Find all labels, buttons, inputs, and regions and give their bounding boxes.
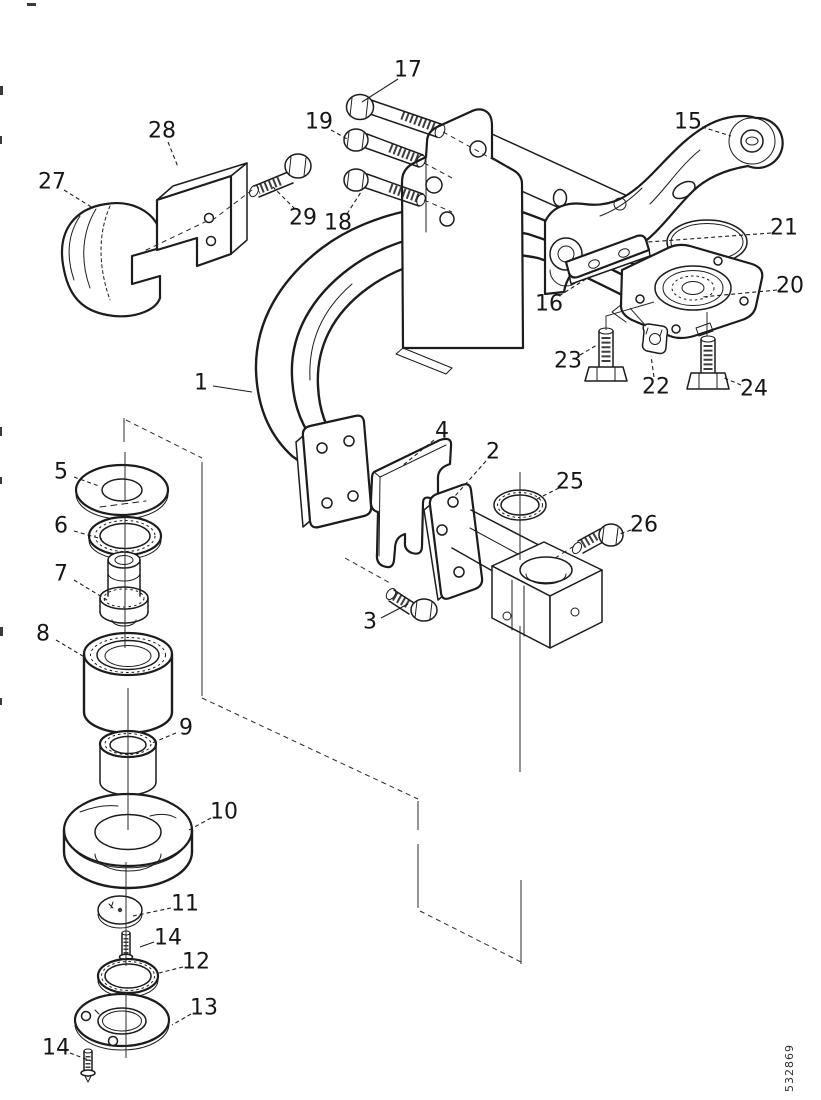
- part-label-27: 27: [38, 170, 66, 195]
- part-label-6: 6: [54, 514, 68, 539]
- bolt-24: [686, 335, 730, 390]
- part-label-3: 3: [363, 610, 377, 635]
- part-label-23: 23: [554, 349, 582, 374]
- leader-line-2: [454, 460, 487, 497]
- part-label-10: 10: [210, 800, 238, 825]
- doc-number: 532869: [783, 1044, 796, 1092]
- leader-line-14-upper: [139, 941, 155, 948]
- leader-line-13: [171, 1013, 192, 1026]
- part-label-16: 16: [535, 292, 563, 317]
- leader-line-14-lower: [69, 1052, 92, 1062]
- part-label-2: 2: [486, 440, 500, 465]
- bolt-26: [571, 523, 624, 555]
- part-label-18: 18: [324, 211, 352, 236]
- clamp-block-part-28: [155, 162, 248, 268]
- hook-bracket-part-4: [369, 437, 453, 569]
- part-label-22: 22: [642, 375, 670, 400]
- bearing-cover-part-20: [611, 243, 764, 340]
- leader-line-23: [579, 344, 598, 356]
- bolt-29: [249, 153, 312, 198]
- part-label-24: 24: [740, 377, 768, 402]
- part-label-8: 8: [36, 622, 50, 647]
- bolt-18: [343, 168, 426, 207]
- part-label-5: 5: [54, 460, 68, 485]
- leader-line-22: [650, 355, 655, 378]
- part-label-17: 17: [394, 58, 422, 83]
- leader-line-27: [63, 189, 94, 209]
- part-label-9: 9: [179, 716, 193, 741]
- cap-disc-part-11: [97, 895, 143, 929]
- leader-line-24: [721, 376, 742, 386]
- pin-part-14-lower: [80, 1048, 96, 1083]
- spacer-part-7: [99, 551, 149, 627]
- leader-line-1: [212, 385, 253, 393]
- leader-line-15: [701, 126, 732, 137]
- leader-line-29: [272, 186, 296, 210]
- part-label-4: 4: [435, 419, 449, 444]
- part-label-14-upper: 14: [154, 926, 182, 951]
- leader-line-6: [73, 530, 103, 540]
- part-label-21: 21: [770, 216, 798, 241]
- leader-line-9: [151, 732, 177, 744]
- leader-line-7: [73, 579, 108, 601]
- part-label-14-lower: 14: [42, 1036, 70, 1061]
- leader-line-16: [558, 276, 590, 297]
- bolt-19: [343, 128, 426, 168]
- part-label-29: 29: [289, 206, 317, 231]
- leader-line-28: [167, 141, 179, 168]
- hitch-body-part-2: [423, 483, 603, 649]
- leader-line-8: [55, 639, 87, 659]
- part-label-7: 7: [54, 562, 68, 587]
- washer-part-5: [74, 463, 170, 520]
- part-label-25: 25: [556, 470, 584, 495]
- part-label-20: 20: [776, 274, 804, 299]
- leader-line-5: [73, 476, 100, 487]
- construction-lines: [123, 131, 708, 1058]
- part-label-26: 26: [630, 513, 658, 538]
- part-label-11: 11: [171, 892, 199, 917]
- flange-part-13: [73, 992, 171, 1051]
- leader-line-19: [330, 129, 350, 141]
- drawbar-end-plate: [295, 414, 373, 529]
- bumper-cap-part-27: [61, 202, 162, 318]
- leader-line-20: [701, 289, 778, 298]
- ring-part-12: [96, 957, 160, 998]
- part-label-13: 13: [190, 996, 218, 1021]
- part-label-1: 1: [194, 371, 208, 396]
- bolt-17: [345, 93, 446, 139]
- part-number-labels: 1234567891011121314141516171819202122232…: [36, 58, 804, 1062]
- leader-line-17: [361, 78, 399, 103]
- clip-nut-part-22: [641, 323, 669, 355]
- part-label-19: 19: [305, 110, 333, 135]
- leader-line-3: [380, 603, 409, 619]
- part-label-15: 15: [674, 110, 702, 135]
- bushing-part-8: [82, 631, 174, 735]
- part-label-28: 28: [148, 119, 176, 144]
- scan-artifacts: [0, 3, 36, 705]
- leader-line-18: [346, 191, 362, 215]
- bolt-23: [584, 327, 628, 382]
- clamp-plate-part-16: [564, 234, 651, 285]
- part-label-12: 12: [182, 950, 210, 975]
- bolt-3: [385, 588, 438, 622]
- leader-line-26: [616, 529, 632, 536]
- leader-line-12: [158, 966, 184, 974]
